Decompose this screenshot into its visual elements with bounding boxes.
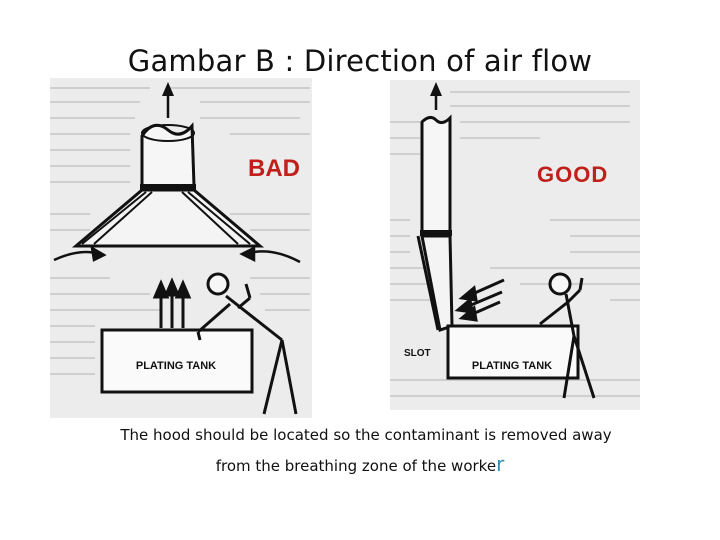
caption-line-2: from the breathing zone of the worker bbox=[0, 452, 720, 476]
good-label: GOOD bbox=[537, 162, 609, 187]
worker-figure-bad bbox=[196, 272, 298, 415]
good-hood-illustration: PLATING TANK SLOT bbox=[390, 80, 640, 410]
tank-label-good: PLATING TANK bbox=[472, 360, 552, 372]
bad-label: BAD bbox=[248, 155, 300, 182]
slide-title: Gambar B : Direction of air flow bbox=[127, 44, 593, 78]
good-hood-drawing: PLATING TANK SLOT bbox=[390, 82, 640, 399]
airflow-curves bbox=[53, 245, 301, 264]
background-text-lines bbox=[50, 87, 310, 375]
background-text-lines bbox=[390, 91, 640, 397]
bad-hood-drawing: PLATING TANK bbox=[50, 82, 310, 415]
caption-line-2-main: from the breathing zone of the worke bbox=[215, 457, 497, 475]
hood-duct bbox=[140, 122, 196, 188]
slot-label: SLOT bbox=[404, 348, 431, 359]
tank-label-bad: PLATING TANK bbox=[136, 360, 216, 372]
exhaust-arrow-up bbox=[430, 82, 442, 110]
plating-tank-good: PLATING TANK bbox=[446, 324, 580, 380]
caption-line-1: The hood should be located so the contam… bbox=[120, 426, 612, 444]
slot-hood-duct bbox=[416, 114, 454, 332]
canopy-hood bbox=[71, 184, 265, 248]
exhaust-arrow-up bbox=[162, 82, 174, 118]
caption-line-2-last-letter: r bbox=[496, 452, 505, 476]
bad-hood-illustration: PLATING TANK bbox=[50, 78, 312, 418]
slot-airflow-arrows bbox=[454, 278, 505, 322]
vapor-arrows bbox=[152, 277, 192, 328]
plating-tank-bad: PLATING TANK bbox=[100, 328, 254, 394]
worker-figure-good bbox=[539, 272, 596, 399]
